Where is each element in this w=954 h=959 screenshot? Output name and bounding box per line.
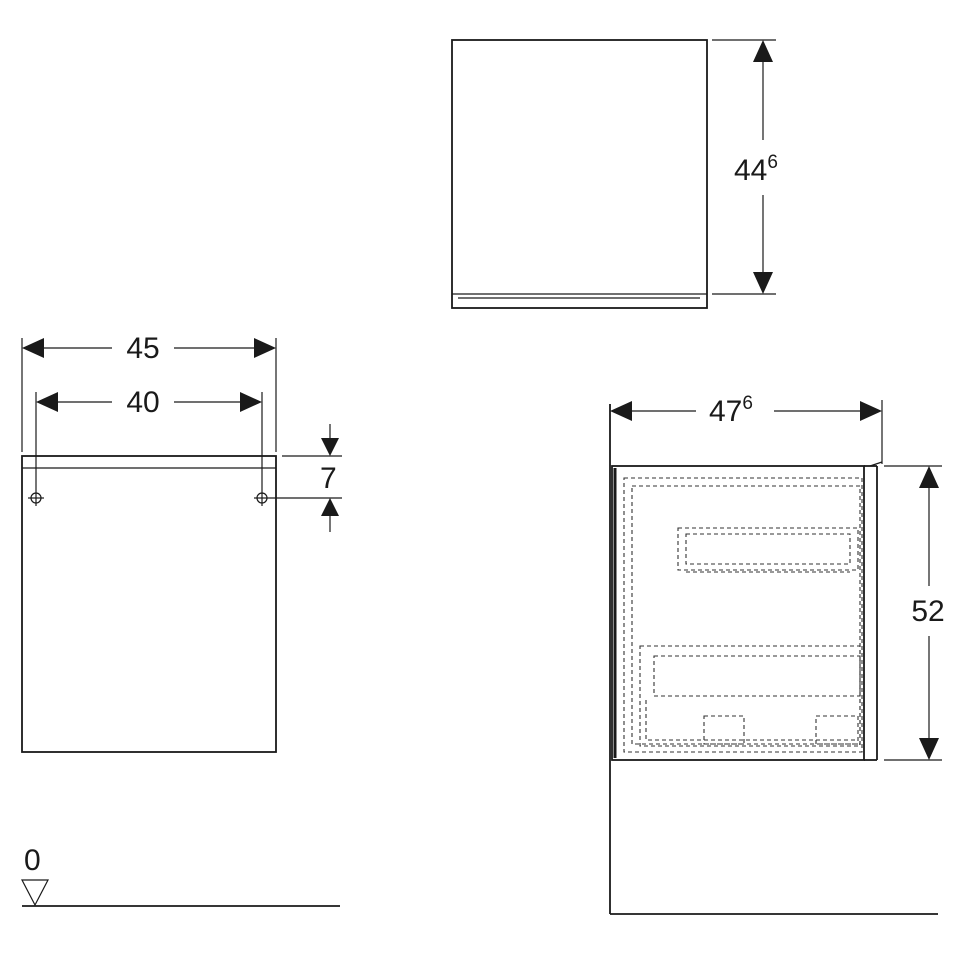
top-height-label: 446	[734, 152, 778, 187]
width-outer-arrow-left	[22, 338, 44, 358]
height-arrow-up	[919, 466, 939, 488]
hidden-drawer-upper-outer	[677, 527, 859, 571]
width-holes-arrow-right	[240, 392, 262, 412]
hidden-drawer-lower-inner	[653, 655, 861, 697]
height-arrow-down	[919, 738, 939, 760]
top-view-outline	[451, 39, 708, 309]
height-label: 52	[911, 595, 944, 628]
hidden-runner-left	[703, 715, 745, 745]
width-holes-arrow-left	[36, 392, 58, 412]
level-triangle-icon	[21, 879, 49, 907]
front-view: 45 40 7	[21, 332, 342, 753]
top-view: 446	[451, 39, 778, 309]
hidden-drawer-upper-inner	[685, 533, 851, 565]
top-height-arrow-down	[753, 272, 773, 294]
hidden-inner-body-outer	[623, 477, 863, 753]
depth-label: 476	[709, 393, 753, 428]
hidden-inner-body	[631, 485, 861, 745]
offset-label: 7	[320, 462, 337, 495]
door-top-lip	[869, 461, 883, 467]
floor-level-label: 0	[24, 844, 41, 877]
depth-arrow-left	[610, 401, 632, 421]
floor-level-mark: 0	[21, 844, 340, 907]
mounting-hole-left-icon	[28, 490, 44, 506]
width-holes-label: 40	[126, 386, 159, 419]
front-view-outline	[21, 455, 277, 753]
offset-arrow-down	[321, 438, 339, 456]
top-height-arrow-up	[753, 40, 773, 62]
side-view-outline	[611, 465, 865, 761]
offset-arrow-up	[321, 498, 339, 516]
hidden-drawer-lower-floor	[645, 700, 858, 741]
hidden-runner-right	[815, 715, 859, 745]
depth-arrow-right	[860, 401, 882, 421]
hidden-drawer-lower-outer	[639, 645, 861, 747]
width-outer-arrow-right	[254, 338, 276, 358]
side-view: 476 52	[609, 393, 945, 915]
width-outer-label: 45	[126, 332, 159, 365]
mounting-hole-right-icon	[254, 490, 270, 506]
